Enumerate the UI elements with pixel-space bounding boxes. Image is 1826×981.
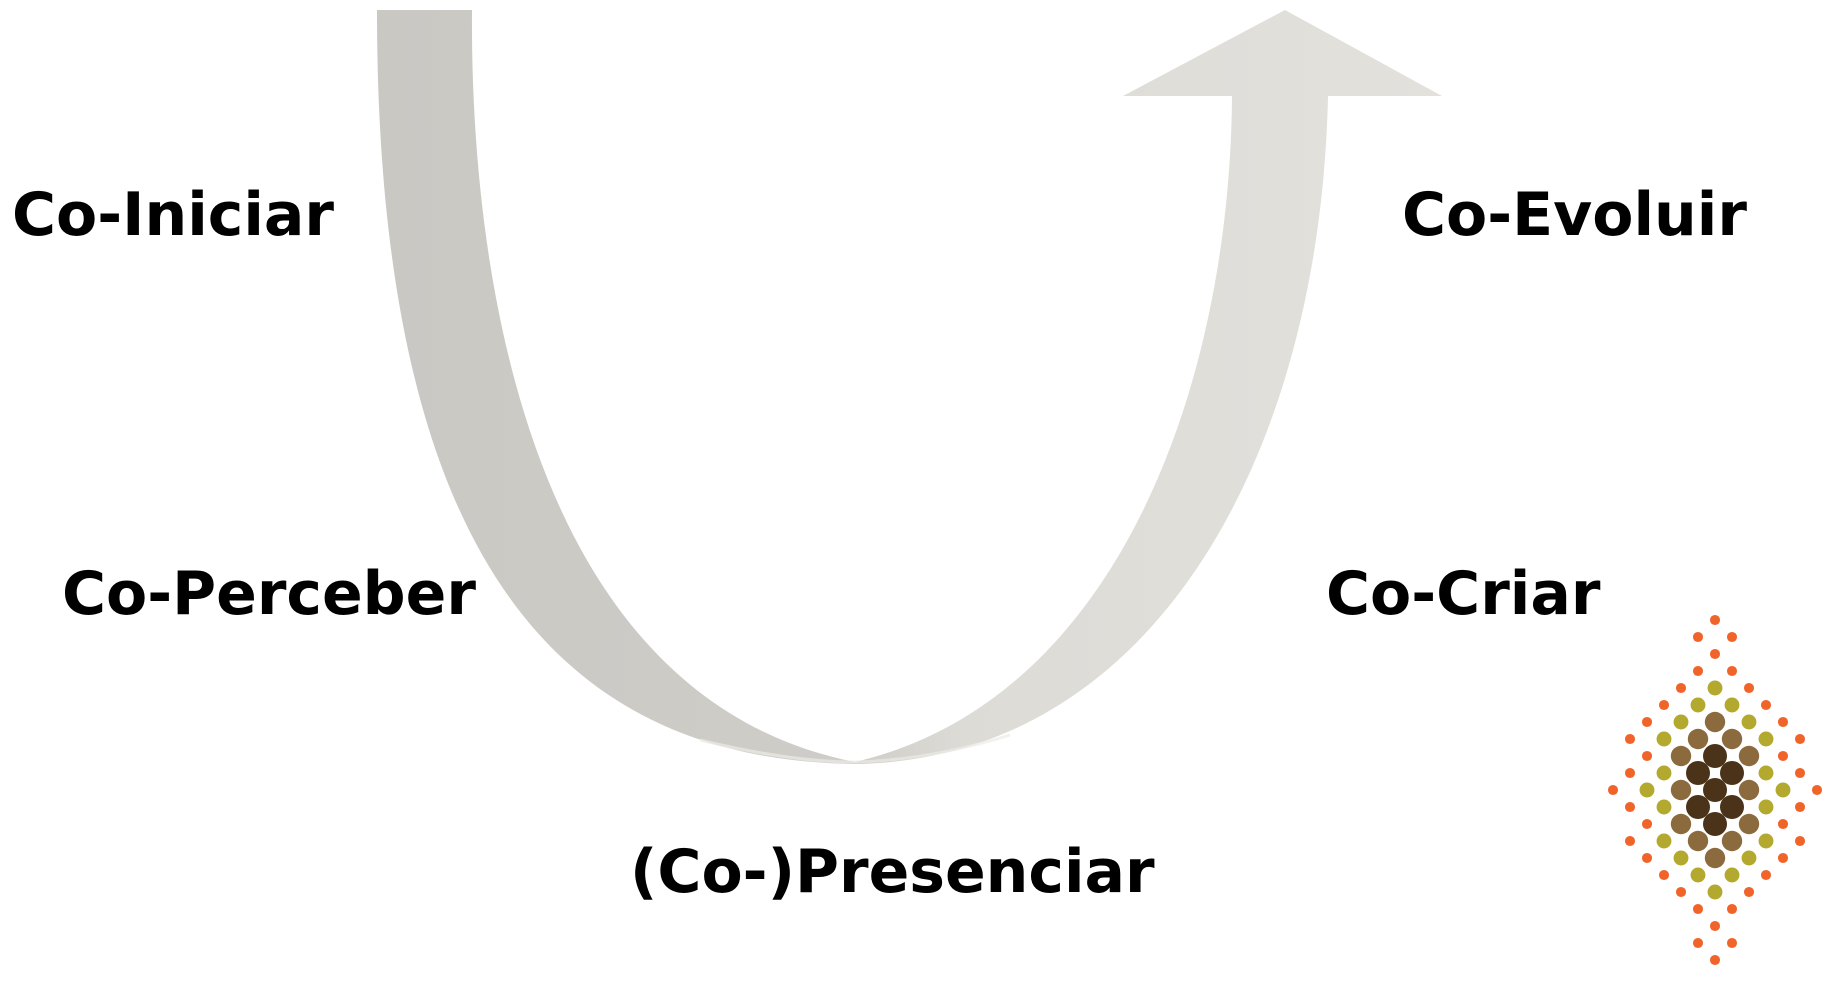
logo-dot	[1656, 833, 1672, 849]
logo-dot	[1777, 818, 1789, 830]
logo-dot	[1738, 813, 1760, 835]
logo-dot	[1607, 784, 1619, 796]
logo-dot	[1741, 850, 1757, 866]
logo-dot	[1726, 665, 1738, 677]
logo-dot	[1703, 812, 1727, 836]
logo-dot	[1726, 631, 1738, 643]
logo-dot	[1670, 813, 1692, 835]
logo-dot	[1777, 750, 1789, 762]
logo-dot	[1760, 869, 1772, 881]
logo-dot	[1624, 733, 1636, 745]
logo-dot	[1641, 818, 1653, 830]
logo-dot	[1641, 852, 1653, 864]
logo-dot	[1726, 903, 1738, 915]
stage-label-co-perceber: Co-Perceber	[62, 559, 476, 629]
logo-dot	[1690, 697, 1706, 713]
logo-dot	[1709, 954, 1721, 966]
logo-dot	[1724, 867, 1740, 883]
logo-dot	[1758, 799, 1774, 815]
logo-dot	[1741, 714, 1757, 730]
logo-dot	[1687, 728, 1709, 750]
logo-dot	[1777, 852, 1789, 864]
u-arrow-body	[377, 10, 1442, 764]
logo-dot	[1692, 903, 1704, 915]
logo-dot	[1704, 711, 1726, 733]
logo-dot	[1692, 937, 1704, 949]
logo-dot	[1720, 795, 1744, 819]
logo-dot	[1656, 731, 1672, 747]
logo-dot	[1641, 750, 1653, 762]
logo-dot	[1775, 782, 1791, 798]
logo-dot	[1686, 761, 1710, 785]
stage-label-co-presenciar: (Co-)Presenciar	[630, 837, 1155, 907]
logo-dot	[1720, 761, 1744, 785]
logo-dot	[1704, 847, 1726, 869]
logo-dot	[1639, 782, 1655, 798]
logo-dot	[1675, 682, 1687, 694]
logo-dot	[1726, 937, 1738, 949]
logo-dot	[1656, 799, 1672, 815]
logo-dot	[1794, 767, 1806, 779]
logo-dot	[1794, 801, 1806, 813]
logo-dot	[1794, 733, 1806, 745]
dot-diamond-logo	[1607, 614, 1823, 966]
logo-dot	[1743, 682, 1755, 694]
logo-dot	[1675, 886, 1687, 898]
logo-dot	[1724, 697, 1740, 713]
logo-dot	[1758, 731, 1774, 747]
u-arrow-crease	[699, 733, 1011, 764]
logo-dot	[1738, 745, 1760, 767]
logo-dot	[1758, 833, 1774, 849]
logo-dot	[1738, 779, 1760, 801]
logo-dot	[1687, 830, 1709, 852]
logo-dot	[1758, 765, 1774, 781]
logo-dot	[1707, 680, 1723, 696]
stage-label-co-criar: Co-Criar	[1326, 559, 1601, 629]
logo-dot	[1658, 699, 1670, 711]
logo-dot	[1811, 784, 1823, 796]
logo-dot	[1624, 835, 1636, 847]
logo-dot	[1707, 884, 1723, 900]
logo-dot	[1686, 795, 1710, 819]
logo-dot	[1721, 728, 1743, 750]
logo-dot	[1709, 614, 1721, 626]
logo-dot	[1709, 920, 1721, 932]
logo-dot	[1703, 744, 1727, 768]
logo-dot	[1703, 778, 1727, 802]
logo-dot	[1624, 767, 1636, 779]
logo-dot	[1692, 665, 1704, 677]
logo-dot	[1692, 631, 1704, 643]
logo-dot	[1794, 835, 1806, 847]
logo-dot	[1721, 830, 1743, 852]
logo-dot	[1624, 801, 1636, 813]
logo-dot	[1658, 869, 1670, 881]
logo-dot	[1743, 886, 1755, 898]
logo-dot	[1777, 716, 1789, 728]
stage-label-co-evoluir: Co-Evoluir	[1402, 180, 1747, 250]
logo-dot	[1641, 716, 1653, 728]
logo-dot	[1670, 745, 1692, 767]
logo-dot	[1709, 648, 1721, 660]
logo-dot	[1673, 714, 1689, 730]
logo-dot	[1760, 699, 1772, 711]
stage-label-co-iniciar: Co-Iniciar	[12, 180, 334, 250]
logo-dot	[1673, 850, 1689, 866]
logo-dot	[1690, 867, 1706, 883]
logo-dot	[1656, 765, 1672, 781]
logo-dot	[1670, 779, 1692, 801]
